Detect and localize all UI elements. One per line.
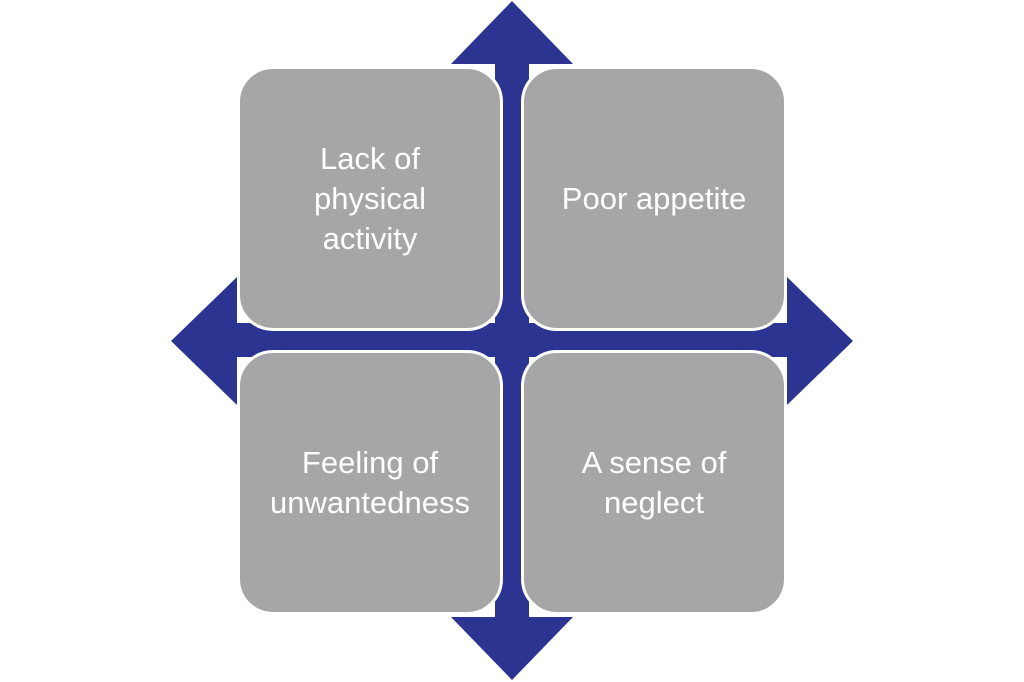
arrow-down-icon (451, 617, 573, 680)
quadrant-label: Poor appetite (561, 180, 747, 216)
quadrant-label: Lack of physical activity (314, 140, 426, 256)
arrow-up-icon (451, 1, 573, 64)
quadrant-bottom-right: A sense of neglect (521, 350, 787, 615)
quadrant-label: Feeling of unwantedness (270, 444, 470, 520)
quadrant-top-left: Lack of physical activity (237, 66, 503, 331)
quadrant-bottom-left: Feeling of unwantedness (237, 350, 503, 615)
arrow-left-icon (171, 277, 237, 405)
quadrant-top-right: Poor appetite (521, 66, 787, 331)
arrow-right-icon (787, 277, 853, 405)
quadrant-label: A sense of neglect (581, 444, 727, 520)
